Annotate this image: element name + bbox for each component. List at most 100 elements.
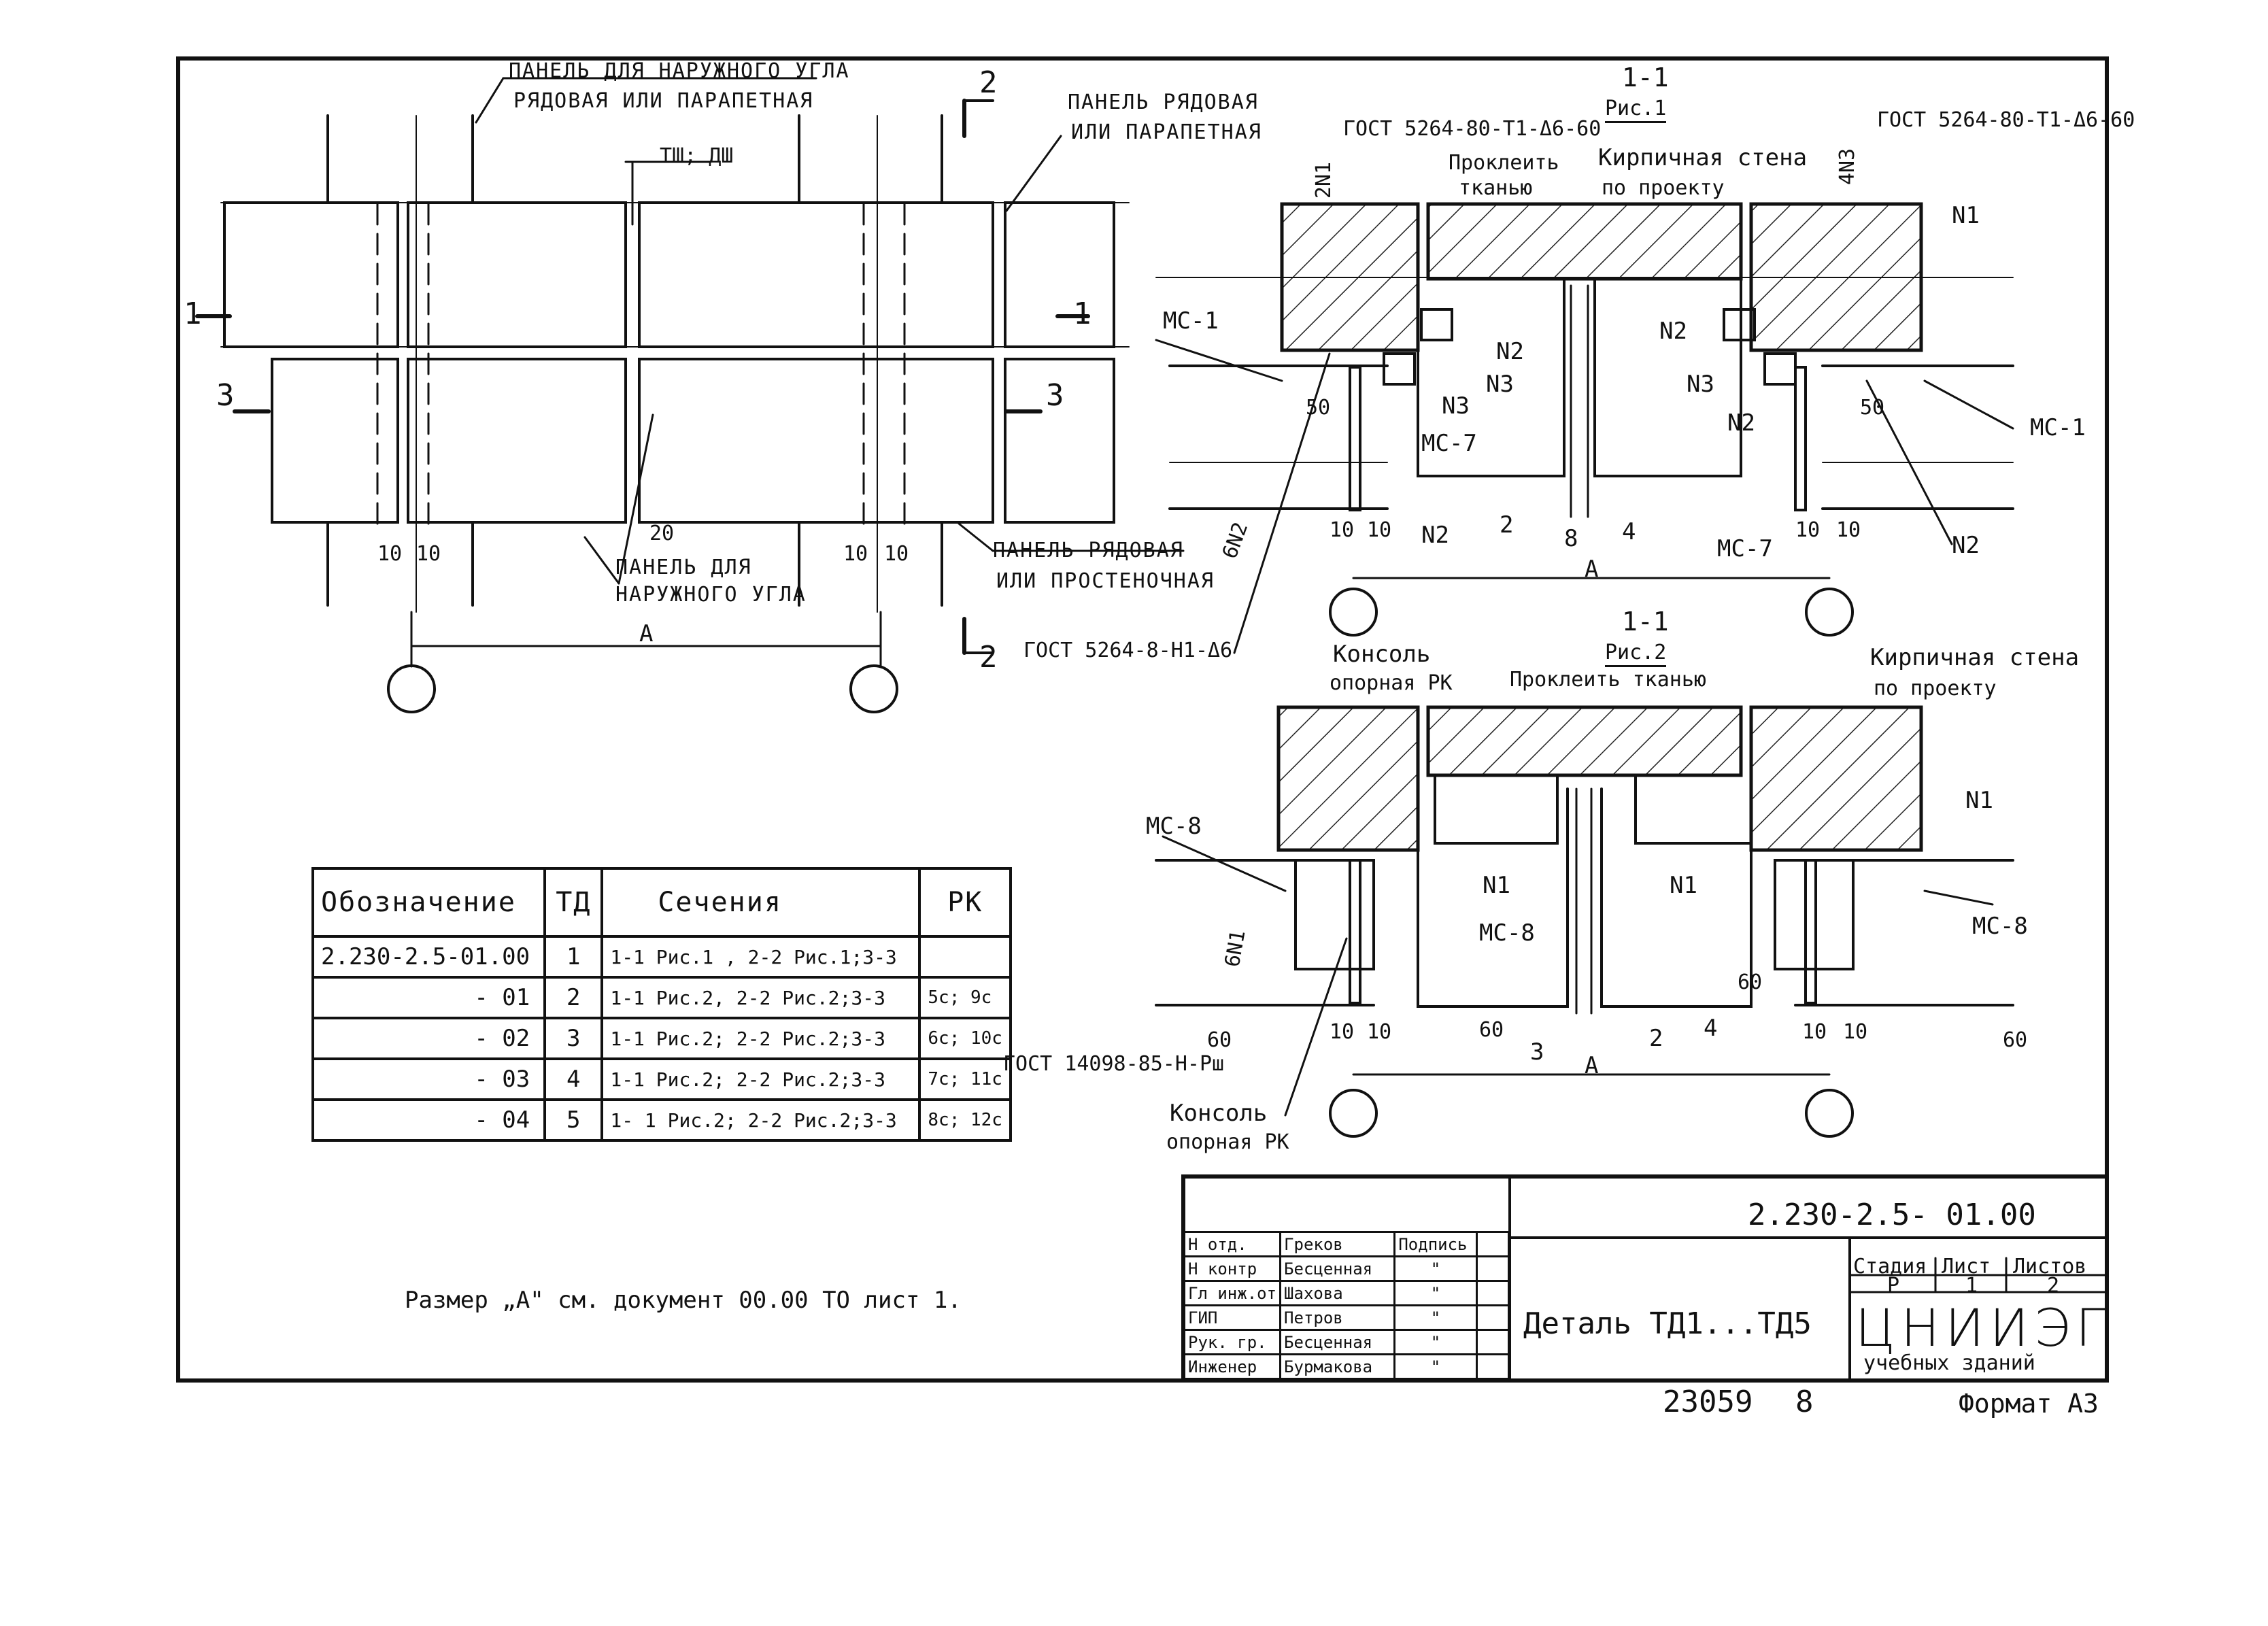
stamp-role: ГИП	[1183, 1304, 1282, 1331]
fig1-subtitle: Рис.1	[1605, 99, 1667, 123]
spec-cell: 7с; 11с	[918, 1057, 1012, 1101]
fig1-n2-c: N2	[1727, 409, 1755, 437]
stamp-sheets-value: 2	[2047, 1274, 2060, 1298]
stamp-date	[1475, 1255, 1510, 1282]
table-row: - 04 5 1- 1 Рис.2; 2-2 Рис.2;3-3 8с; 12с	[311, 1098, 1012, 1142]
stamp-roles-table: Н отд. Греков Подпись Н контр Бесценная …	[1183, 1231, 1510, 1380]
fig1-label-4n3: 4N3	[1835, 148, 1860, 186]
fig1-n3-c: N3	[1442, 392, 1470, 420]
table-row: 2.230-2.5-01.00 1 1-1 Рис.1 , 2-2 Рис.1;…	[311, 935, 1012, 979]
table-row: Инженер Бурмакова "	[1183, 1353, 1510, 1380]
spec-table-header-row: Обозначение ТД Сечения РК	[311, 867, 1012, 938]
fig2-dim-A: А	[1585, 1052, 1599, 1079]
fig1-n3-a: N3	[1486, 371, 1514, 398]
plan-dim-10d: 10	[884, 542, 909, 566]
spec-cell: 1	[543, 935, 604, 979]
stamp-sign: "	[1393, 1329, 1478, 1355]
stamp-org-logo: ЦНИИЭП	[1855, 1298, 2120, 1358]
plan-label-corner-bottom-2: НАРУЖНОГО УГЛА	[615, 583, 807, 607]
fig1-dim-50-right: 50	[1860, 396, 1885, 420]
stamp-date	[1475, 1304, 1510, 1331]
fig2-dim-2: 2	[1649, 1025, 1663, 1052]
table-row: ГИП Петров "	[1183, 1304, 1510, 1331]
plan-label-row-bottom-1: ПАНЕЛЬ РЯДОВАЯ	[993, 539, 1184, 562]
fig2-dim-10d: 10	[1843, 1020, 1868, 1044]
fig1-glue-1: Проклеить	[1449, 151, 1559, 175]
fig1-dim-10a: 10	[1330, 518, 1355, 542]
section-marker-2-top: 2	[979, 65, 998, 100]
spec-cell: 2	[543, 976, 604, 1019]
fig1-label-2n1: 2N1	[1312, 161, 1336, 199]
fig2-console-2: опорная РК	[1330, 671, 1453, 695]
spec-cell: - 04	[311, 1098, 547, 1142]
fig1-n2-a: N2	[1496, 338, 1524, 365]
stamp-title: Деталь ТД1...ТД5	[1523, 1306, 1812, 1341]
stamp-sign: "	[1393, 1353, 1478, 1380]
spec-cell: 3	[543, 1017, 604, 1060]
stamp-date	[1475, 1231, 1510, 1257]
inventory-number: 23059	[1663, 1385, 1753, 1419]
spec-header-rk: РК	[918, 867, 1012, 938]
fig2-dim-10b: 10	[1367, 1020, 1392, 1044]
stamp-stage-label: Стадия	[1853, 1255, 1927, 1278]
fig1-dim-A: А	[1585, 556, 1599, 583]
fig1-dim-2: 2	[1500, 511, 1514, 539]
fig1-brick-2: по проекту	[1602, 176, 1725, 200]
plan-label-corner-bottom-1: ПАНЕЛЬ ДЛЯ	[615, 556, 752, 579]
fig2-dim-60b: 60	[1479, 1018, 1504, 1042]
stamp-sheet-label: Лист	[1942, 1255, 1991, 1278]
stamp-role: Н отд.	[1183, 1231, 1282, 1257]
stamp-date	[1475, 1280, 1510, 1306]
fig1-glue-2: тканью	[1459, 176, 1533, 200]
stamp-name: Бурмакова	[1279, 1353, 1396, 1380]
copy-number: 8	[1795, 1385, 1814, 1419]
table-row: Рук. гр. Бесценная "	[1183, 1329, 1510, 1355]
fig2-n1-c: N1	[1670, 872, 1697, 899]
fig1-dim-8: 8	[1564, 525, 1578, 552]
fig1-n2-b: N2	[1659, 318, 1687, 345]
spec-cell: 1- 1 Рис.2; 2-2 Рис.2;3-3	[600, 1098, 921, 1142]
plan-dim-10a: 10	[377, 542, 403, 566]
fig2-glue: Проклеить тканью	[1510, 668, 1706, 692]
stamp-sign: "	[1393, 1304, 1478, 1331]
spec-cell: 8с; 12с	[918, 1098, 1012, 1142]
sheet-frame	[176, 56, 2109, 1383]
stamp-sheets-label: Листов	[2013, 1255, 2087, 1278]
fig2-dim-4: 4	[1704, 1015, 1718, 1042]
stamp-sign: "	[1393, 1280, 1478, 1306]
plan-label-row-panel-right: ПАНЕЛЬ РЯДОВАЯ	[1068, 90, 1259, 114]
fig1-title: 1-1	[1622, 63, 1669, 92]
spec-cell: 6с; 10с	[918, 1017, 1012, 1060]
plan-label-tsh: ТШ; ДШ	[660, 144, 734, 168]
section-fig-2	[1155, 705, 2014, 1138]
fig1-brick-1: Кирпичная стена	[1598, 144, 1808, 171]
table-row: - 03 4 1-1 Рис.2; 2-2 Рис.2;3-3 7с; 11с	[311, 1057, 1012, 1101]
stamp-role: Н контр	[1183, 1255, 1282, 1282]
fig2-ms8-left: МС-8	[1146, 813, 1202, 840]
plan-label-corner-panel: ПАНЕЛЬ ДЛЯ НАРУЖНОГО УГЛА	[509, 59, 850, 83]
table-row: - 02 3 1-1 Рис.2; 2-2 Рис.2;3-3 6с; 10с	[311, 1017, 1012, 1060]
section-marker-1-right: 1	[1073, 297, 1091, 331]
fig2-ms8-right: МС-8	[1972, 913, 2028, 940]
table-row: Н отд. Греков Подпись	[1183, 1231, 1510, 1257]
stamp-date	[1475, 1353, 1510, 1380]
section-marker-3-left: 3	[216, 378, 235, 413]
spec-cell: 1-1 Рис.2; 2-2 Рис.2;3-3	[600, 1017, 921, 1060]
stamp-stage-value: Р	[1887, 1274, 1900, 1298]
fig2-dim-60d: 60	[2003, 1028, 2028, 1052]
stamp-frame	[1181, 1174, 2109, 1383]
fig2-dim-60a: 60	[1207, 1028, 1232, 1052]
stamp-name: Петров	[1279, 1304, 1396, 1331]
fig1-dim-4: 4	[1622, 518, 1636, 545]
spec-cell: - 01	[311, 976, 547, 1019]
section-marker-2-bottom: 2	[979, 640, 998, 675]
table-row: Н контр Бесценная "	[1183, 1255, 1510, 1282]
stamp-role: Гл инж.от	[1183, 1280, 1282, 1306]
stamp-role: Рук. гр.	[1183, 1329, 1282, 1355]
fig2-dim-60c: 60	[1738, 970, 1763, 994]
spec-cell: - 03	[311, 1057, 547, 1101]
spec-header-designation: Обозначение	[311, 867, 547, 938]
fig2-title: 1-1	[1622, 607, 1669, 637]
